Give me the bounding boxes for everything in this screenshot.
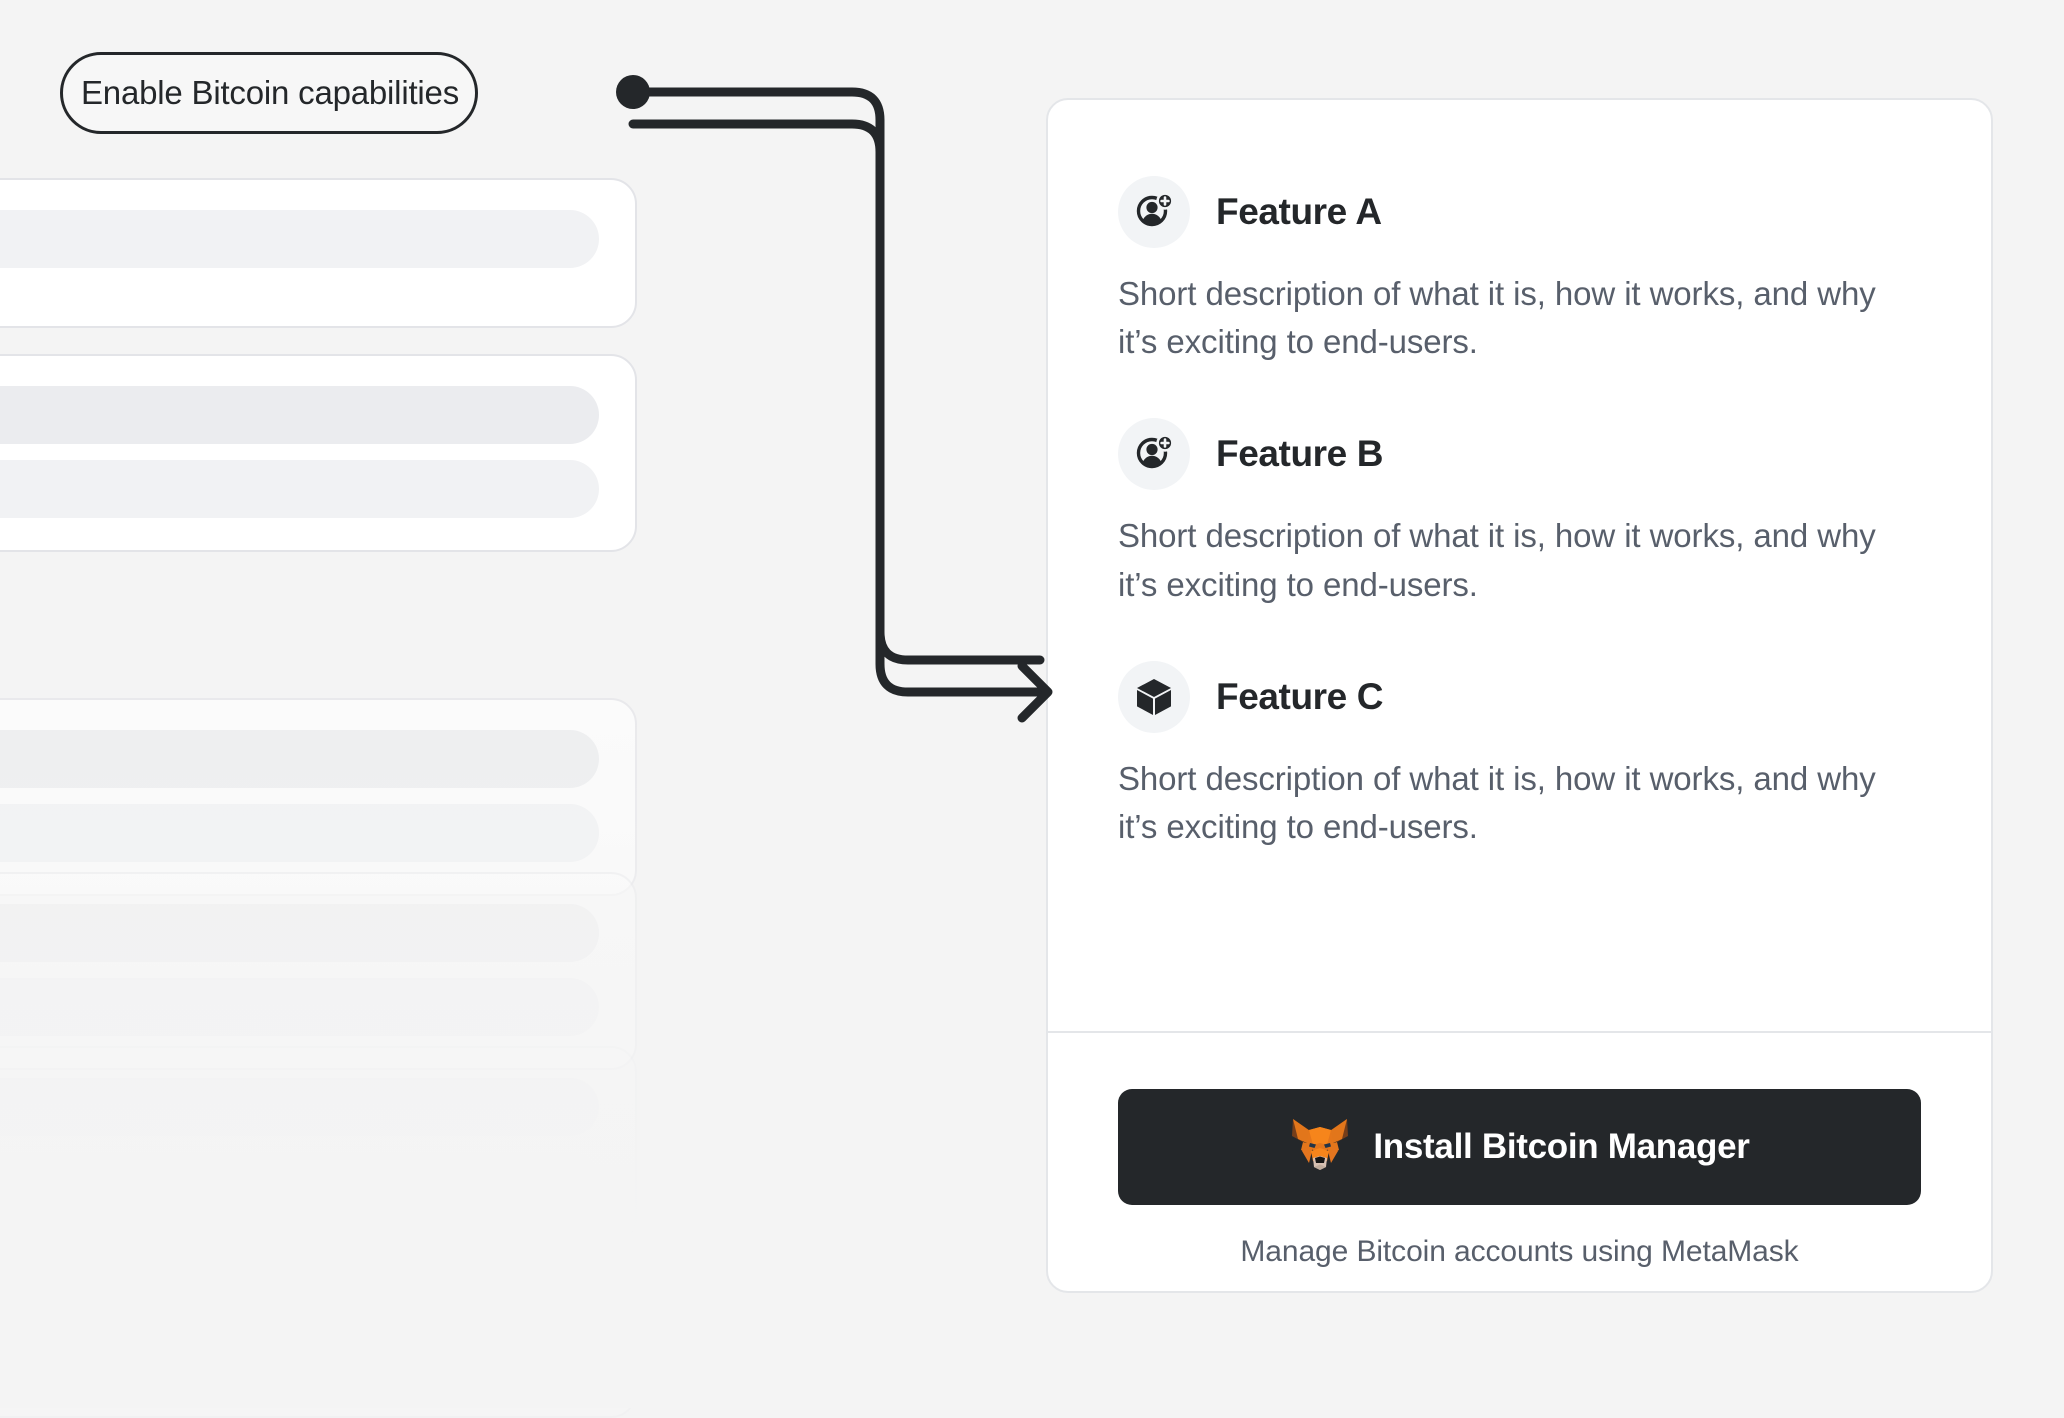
callout-label: Enable Bitcoin capabilities: [81, 74, 459, 111]
feature-description: Short description of what it is, how it …: [1118, 275, 1876, 361]
feature-title: Feature A: [1216, 191, 1382, 232]
feature-title: Feature B: [1216, 433, 1384, 475]
feature-title: Feature C: [1216, 675, 1384, 717]
placeholder-bar: [0, 904, 599, 962]
placeholder-card: [0, 178, 637, 328]
placeholder-bar: [0, 386, 599, 444]
install-button-label: Install Bitcoin Manager: [1373, 1127, 1750, 1166]
feature-description: Short description of what it is, how it …: [1118, 517, 1876, 603]
card-divider: [1048, 1031, 1991, 1033]
placeholder-bar: [0, 460, 599, 518]
callout-enable-bitcoin[interactable]: Enable Bitcoin capabilities: [60, 52, 478, 134]
placeholder-card: [0, 1046, 637, 1244]
placeholder-card: [0, 354, 637, 552]
placeholder-bar: [0, 1326, 599, 1384]
feature-item: Feature B Short description of what it i…: [1118, 418, 1933, 608]
user-add-icon: [1118, 418, 1190, 491]
feature-header: Feature A: [1118, 176, 1933, 248]
placeholder-bar: [0, 1152, 599, 1210]
card-footer: Install Bitcoin Manager Manage Bitcoin a…: [1048, 1031, 1991, 1269]
install-bitcoin-manager-button[interactable]: Install Bitcoin Manager: [1118, 1089, 1921, 1205]
placeholder-bar: [0, 1078, 599, 1136]
bitcoin-feature-card: Feature A Short description of what it i…: [1046, 98, 1993, 1293]
footer-note: Manage Bitcoin accounts using MetaMask: [1240, 1235, 1799, 1268]
placeholder-card: [0, 698, 637, 896]
placeholder-bar: [0, 978, 599, 1036]
placeholder-card: [0, 1220, 637, 1418]
placeholder-bar: [0, 804, 599, 862]
user-add-icon: [1118, 176, 1190, 248]
placeholder-card: [0, 872, 637, 1070]
feature-header: Feature C: [1118, 660, 1933, 733]
feature-item: Feature A Short description of what it i…: [1118, 176, 1933, 366]
cube-icon: [1118, 660, 1190, 733]
feature-header: Feature B: [1118, 418, 1933, 491]
metamask-fox-icon: [1289, 1117, 1351, 1178]
placeholder-bar: [0, 1252, 599, 1310]
feature-description: Short description of what it is, how it …: [1118, 759, 1876, 845]
feature-item: Feature C Short description of what it i…: [1118, 660, 1933, 851]
feature-list: Feature A Short description of what it i…: [1048, 100, 1991, 851]
placeholder-bar: [0, 210, 599, 268]
placeholder-bar: [0, 730, 599, 788]
